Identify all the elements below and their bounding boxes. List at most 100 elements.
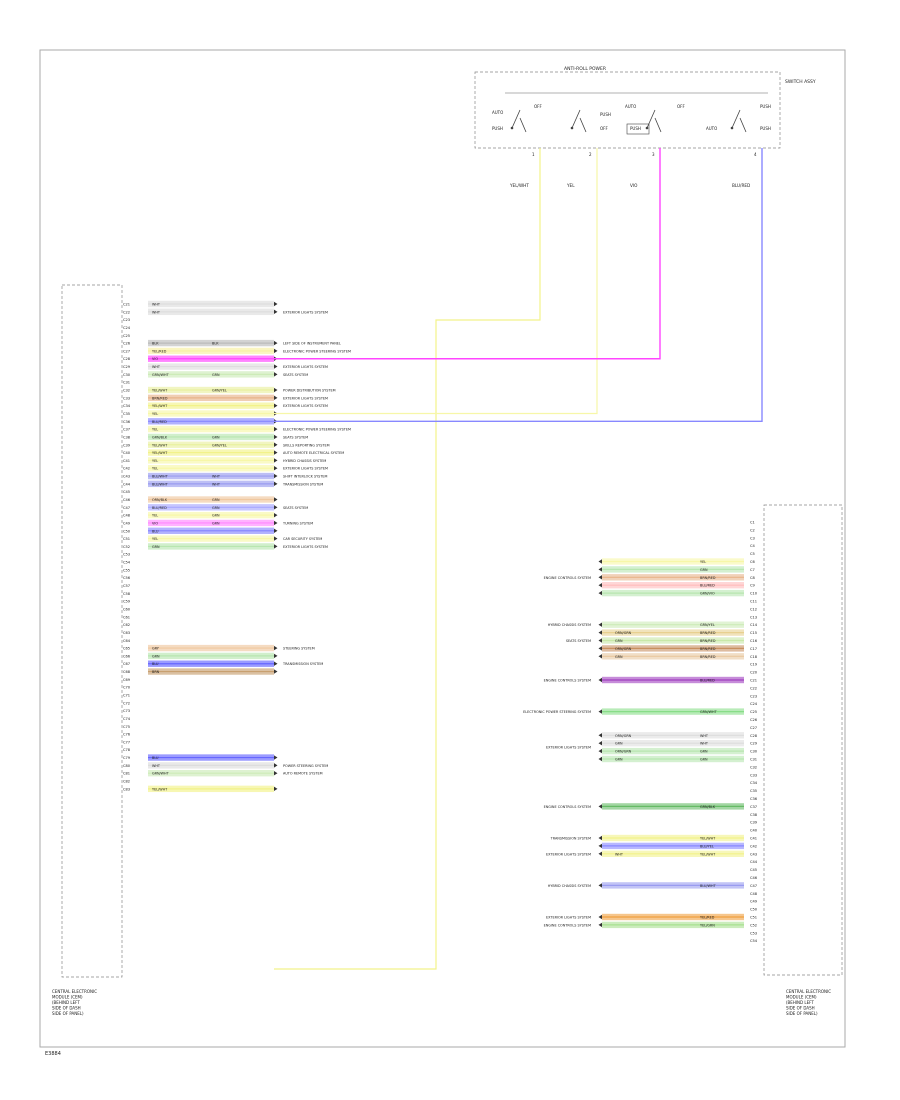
switch-label: OFF [534, 104, 542, 109]
switch-pin: 3 [652, 152, 655, 157]
left-pin-label: C53 [123, 553, 130, 557]
left-pin-label: C54 [123, 561, 131, 565]
left-destination: STEERING SYSTEM [283, 647, 315, 651]
switch-label: AUTO [492, 110, 503, 115]
left-pin-label: C79 [123, 756, 131, 760]
right-wire-label: BLU/WHT [700, 884, 717, 888]
left-pin-label: C32 [123, 389, 130, 393]
left-destination: POWER DISTRIBUTION SYSTEM [283, 389, 336, 393]
right-pin-label: C34 [750, 781, 758, 785]
left-destination: SKILLS REPORTING SYSTEM [283, 443, 330, 447]
right-pin-label: C11 [750, 600, 757, 604]
left-connector-arrow [274, 387, 278, 393]
right-wire-sub: WHT [615, 852, 624, 856]
right-module: C1C2C3C4C5C6C7C8C9C10C11C12C13C14C15C16C… [523, 504, 843, 1016]
switch-contact [654, 117, 662, 133]
left-connector-arrow [274, 669, 278, 674]
left-module-box [61, 284, 123, 978]
switch-box [474, 71, 781, 149]
right-connector-arrow [598, 914, 602, 920]
left-wire-label: YEL/RED [152, 349, 167, 353]
right-pin-label: C9 [750, 584, 756, 588]
left-pin-label: C77 [123, 740, 130, 744]
right-pin-label: C4 [750, 544, 756, 548]
left-wire-sub: GRN [212, 514, 220, 518]
right-wire-label: YEL/GRN [700, 923, 715, 927]
switch-pin: 4 [754, 152, 757, 157]
left-wire-label: YEL [152, 428, 158, 432]
left-pin-label: C66 [123, 654, 131, 658]
right-group-label: HYBRID CHASSIS SYSTEM [548, 884, 591, 888]
left-wire-sub: BLK [212, 342, 219, 346]
left-pin-label: C33 [123, 396, 130, 400]
switch-label: OFF [600, 126, 608, 131]
left-pin-label: C21 [123, 303, 130, 307]
left-pin-label: C43 [123, 475, 130, 479]
right-pin-label: C6 [750, 560, 756, 564]
left-connector-arrow [274, 763, 278, 768]
right-connector-arrow [598, 733, 602, 738]
switch-label: PUSH [760, 104, 771, 109]
right-group-label: ENGINE CONTROLS SYSTEM [544, 923, 591, 927]
left-connector-arrow [274, 645, 278, 651]
left-wire-label: BLU [152, 756, 159, 760]
right-pin-label: C48 [750, 892, 758, 896]
footer-code: E3884 [45, 1051, 61, 1057]
right-pin-label: C27 [750, 726, 757, 730]
switch-label: OFF [677, 104, 685, 109]
right-pin-label: C14 [750, 623, 758, 627]
right-group-label: TRANSMISSION SYSTEM [550, 837, 591, 841]
right-pin-label: C25 [750, 710, 757, 714]
right-pin-label: C10 [750, 592, 758, 596]
right-wire-label: BRN/RED [700, 639, 716, 643]
switch-contact [646, 109, 656, 129]
right-pin-label: C54 [750, 939, 758, 943]
left-connector-arrow [274, 434, 278, 440]
left-pin-label: C62 [123, 623, 130, 627]
left-wire-sub: GRN/YEL [212, 389, 227, 393]
left-wire-label: GRN [152, 654, 160, 658]
switch-wire-label: VIO [630, 183, 638, 188]
left-pin-label: C40 [123, 451, 131, 455]
left-wire-label: GRN/WHT [152, 373, 170, 377]
left-connector-arrow [274, 544, 278, 549]
left-pin-label: C26 [123, 342, 131, 346]
left-connector-arrow [274, 450, 278, 455]
left-wire-label: VIO [152, 357, 158, 361]
left-pin-label: C63 [123, 631, 130, 635]
switch-node [645, 126, 649, 130]
left-connector-arrow [274, 661, 278, 666]
switch-side-label: SWITCH ASSY [785, 79, 816, 85]
right-caption-line: MODULE (CEM) [786, 995, 817, 1000]
switch-label: PUSH [492, 126, 503, 131]
left-wire-label: BLU/WHT [152, 482, 169, 486]
right-wire-sub: ORN/GRN [615, 750, 632, 754]
left-wire-label: YEL/WHT [152, 389, 168, 393]
right-connector-arrow [598, 677, 602, 683]
left-pin-label: C29 [123, 365, 131, 369]
right-wire-sub: ORN/GRN [615, 631, 632, 635]
right-wire-sub: GRN [615, 639, 623, 643]
right-pin-label: C17 [750, 647, 757, 651]
right-pin-label: C8 [750, 576, 756, 580]
left-destination: SEATS SYSTEM [283, 506, 308, 510]
left-pin-label: C70 [123, 686, 131, 690]
right-pin-label: C16 [750, 639, 758, 643]
left-caption-line: SIDE OF DASH [52, 1006, 81, 1011]
right-pin-label: C29 [750, 742, 758, 746]
switch-label: AUTO [706, 126, 717, 131]
left-pin-label: C22 [123, 310, 130, 314]
left-destination: EXTERIOR LIGHTS SYSTEM [283, 404, 328, 408]
right-pin-label: C42 [750, 844, 757, 848]
right-pin-label: C38 [750, 813, 758, 817]
left-wire-label: VIO [152, 521, 158, 525]
right-wire-label: BLU/RED [700, 584, 715, 588]
switch-contact [731, 109, 741, 129]
left-wire-label: YEL [152, 412, 158, 416]
left-pin-label: C65 [123, 647, 130, 651]
right-pin-label: C5 [750, 552, 755, 556]
switch-wire-label: YEL [566, 183, 575, 188]
cross-wire [274, 148, 763, 422]
